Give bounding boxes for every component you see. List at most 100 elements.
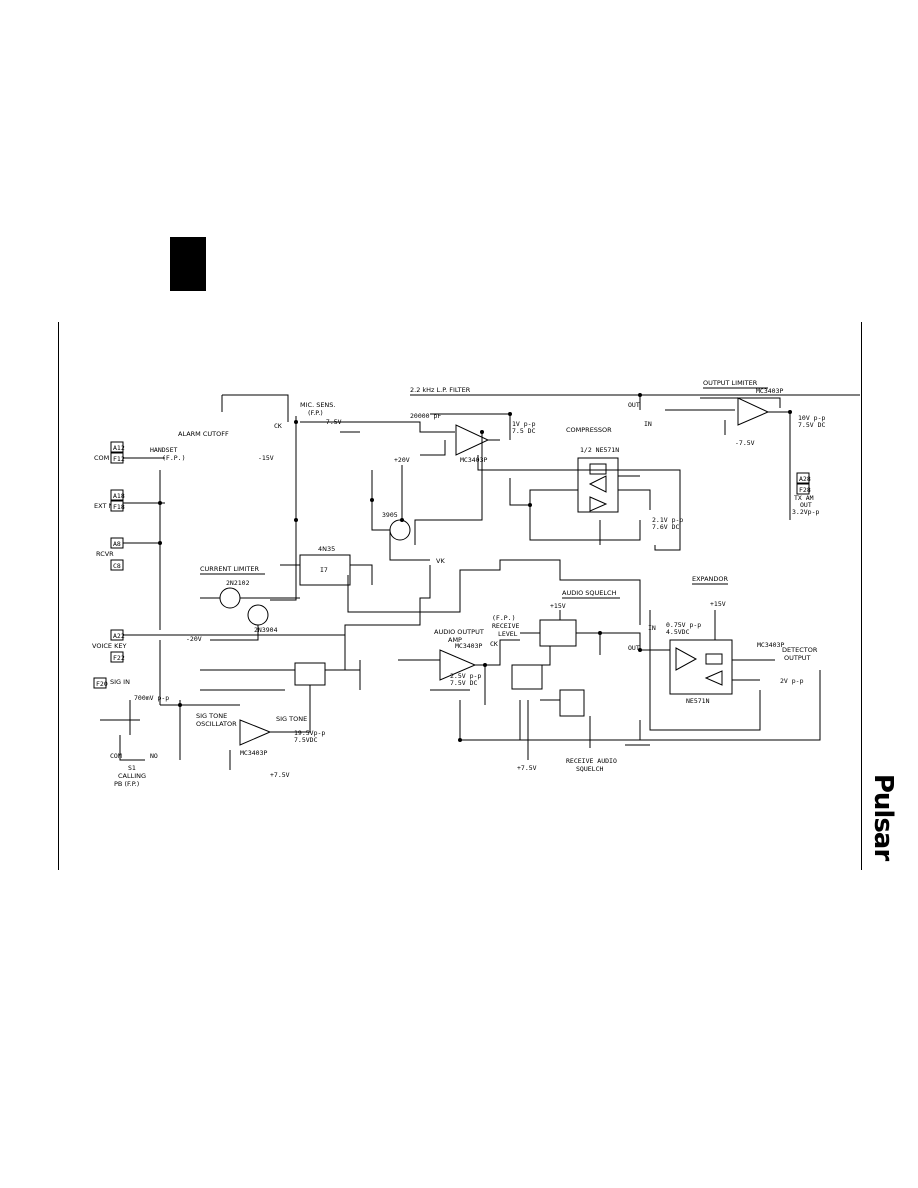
q6-part-label: 3905 xyxy=(382,511,398,519)
connector-pin-a12 xyxy=(110,441,124,453)
detector-output-label-2: OUTPUT xyxy=(784,654,811,662)
audio-output-amp-label: AUDIO OUTPUT xyxy=(434,628,484,636)
pin-f12-label: F12 xyxy=(113,455,125,463)
amp-opamp-label: MC3403P xyxy=(455,642,482,650)
handset-label: HANDSET xyxy=(150,446,177,454)
tx-am-out-label: TX AM xyxy=(794,494,814,502)
sig-tone-osc-label: SIG TONE xyxy=(196,712,227,720)
j10b-out-label: OUT xyxy=(628,644,640,652)
filter-opamp-label: MC3403P xyxy=(460,456,487,464)
schematic-frame xyxy=(58,322,862,870)
detector-output-label: DETECTOR xyxy=(782,646,818,654)
expandor-opamp-label: MC3403P xyxy=(757,641,784,649)
pin-f22-label: F22 xyxy=(113,654,125,662)
connector-com-label: COM xyxy=(94,454,109,462)
compressor-title: COMPRESSOR xyxy=(566,426,612,434)
sig-tone-out-annotation: 19.5Vp-p xyxy=(294,729,325,737)
receive-level-label-2: LEVEL xyxy=(498,630,518,638)
pin-a12-label: A12 xyxy=(113,444,125,452)
connector-pin-f28 xyxy=(796,483,810,495)
connector-pin-f18 xyxy=(110,500,124,512)
mic-sens-fp-label: (F.P.) xyxy=(308,409,323,417)
connector-pin-f22 xyxy=(110,651,124,663)
switch-no-label: NO xyxy=(150,752,158,760)
wire-network xyxy=(100,393,860,770)
audio-squelch-title: AUDIO SQUELCH xyxy=(562,589,617,597)
receive-audio-squelch-label: RECEIVE AUDIO xyxy=(566,757,617,765)
pin-f20-label: F20 xyxy=(96,680,108,688)
switch-s1-label: S1 xyxy=(128,764,136,772)
connector-ext-mic-label: EXT MIC xyxy=(94,502,121,510)
opto-label: 4N35 xyxy=(318,545,335,553)
alarm-cutoff-title: ALARM CUTOFF xyxy=(178,430,229,438)
section-tab-block xyxy=(170,237,206,291)
vk-label: VK xyxy=(436,557,445,565)
supply-neg-20v: -20V xyxy=(186,635,202,643)
comp-dc-annotation: 7.6V DC xyxy=(652,523,679,531)
connector-sig-in-label: SIG IN xyxy=(110,678,130,686)
tx-am-level: 3.2Vp-p xyxy=(792,508,819,516)
mic-sens-label: MIC. SENS. xyxy=(300,401,335,409)
receive-level-label: RECEIVE xyxy=(492,622,519,630)
sig-tone-osc-label-2: OSCILLATOR xyxy=(196,720,237,728)
connector-pin-f20 xyxy=(93,677,107,689)
calling-pb-label: CALLING xyxy=(118,772,146,780)
supply-pos-75: +7.5V xyxy=(270,771,290,779)
connector-pin-a18 xyxy=(110,489,124,501)
audio-output-amp-label-2: AMP xyxy=(448,636,462,644)
filter-cap-label: 20000 pF xyxy=(410,412,441,420)
pin-a28-label: A28 xyxy=(799,475,811,483)
handset-fp-label: (F.P.) xyxy=(162,454,185,462)
tx-am-out-label-2: OUT xyxy=(800,501,812,509)
switch-com-label: COM xyxy=(110,752,122,760)
sig-opamp-label: MC3403P xyxy=(240,749,267,757)
q5-part-label: 2N3904 xyxy=(254,626,278,634)
det-out-annotation: 2V p-p xyxy=(780,677,804,685)
limiter-out-annotation: 10V p-p xyxy=(798,414,825,422)
comp-out-annotation: 2.1V p-p xyxy=(652,516,683,524)
squelch-supply-p75: +7.5V xyxy=(517,764,537,772)
filter-title: 2.2 kHz L.P. FILTER xyxy=(410,386,471,394)
exp-in-annotation: 0.75V p-p xyxy=(666,621,701,629)
sig-tone-label: SIG TONE xyxy=(276,715,307,723)
pin-a8-label: A8 xyxy=(113,540,121,548)
expandor-title: EXPANDOR xyxy=(692,575,728,583)
receive-audio-squelch-label-2: SQUELCH xyxy=(576,765,603,773)
receive-level-fp: (F.P.) xyxy=(492,614,515,622)
limiter-dc-annotation: 7.5V DC xyxy=(798,421,825,429)
amp-dc-annotation: 7.5V DC xyxy=(450,679,477,687)
pin-a22-label: A22 xyxy=(113,632,125,640)
filter-out-annotation: 1V p-p xyxy=(512,420,536,428)
receive-ck-label: CK xyxy=(490,640,498,648)
calling-pb-label-2: PB (F.P.) xyxy=(114,780,139,788)
supply-neg-75: -7.5V xyxy=(322,418,342,426)
current-limiter-title: CURRENT LIMITER xyxy=(200,565,259,573)
pin-f28-label: F28 xyxy=(799,486,811,494)
compressor-ic-label: 1/2 NE571N xyxy=(580,446,619,454)
connector-pin-a28 xyxy=(796,472,810,484)
pin-c8-label: C8 xyxy=(113,562,121,570)
osc-in-annotation: 700mV p-p xyxy=(134,694,169,702)
sig-tone-dc-annotation: 7.5VDC xyxy=(294,736,318,744)
q4-part-label: 2N2102 xyxy=(226,579,250,587)
limiter-supply-neg-75: -7.5V xyxy=(735,439,755,447)
opto-ref-label: I7 xyxy=(320,566,328,574)
limiter-opamp-label: MC3403P xyxy=(756,387,783,395)
j10-in-label: IN xyxy=(644,420,652,428)
exp-dc-annotation: 4.5VDC xyxy=(666,628,690,636)
expandor-supply-pos: +15V xyxy=(710,600,726,608)
output-limiter-title: OUTPUT LIMITER xyxy=(703,379,758,387)
filter-dc-annotation: 7.5 DC xyxy=(512,427,536,435)
expandor-ic-label: NE571N xyxy=(686,697,710,705)
connector-pin-c8 xyxy=(110,559,124,571)
j10-out-label: OUT xyxy=(628,401,640,409)
supply-neg-15: -15V xyxy=(258,454,274,462)
pin-a18-label: A18 xyxy=(113,492,125,500)
pin-f18-label: F18 xyxy=(113,503,125,511)
j10b-in-label: IN xyxy=(648,624,656,632)
connector-rcvr-label: RCVR xyxy=(96,550,114,558)
mic-ck-label: CK xyxy=(274,422,282,430)
squelch-supply-pos: +15V xyxy=(550,602,566,610)
supply-20v: +20V xyxy=(394,456,410,464)
